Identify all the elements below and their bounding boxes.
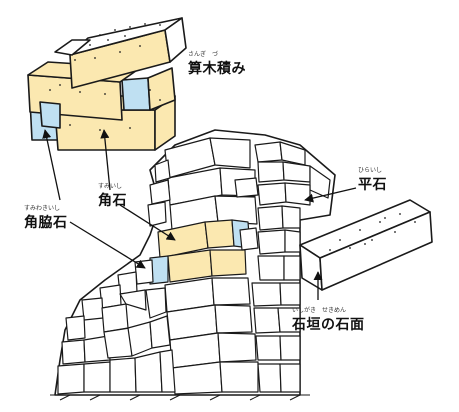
corner-stone <box>147 67 176 111</box>
label-text: 平石 <box>358 177 387 193</box>
label-reading: さんぎ づ <box>188 51 219 58</box>
sangi-stack <box>27 17 187 151</box>
label-text: 角石 <box>98 193 127 209</box>
ground-line <box>50 394 310 401</box>
wall-face-stones <box>234 141 331 393</box>
corner-side-stone <box>39 101 61 129</box>
label-kaku-ishi: すみいし 角石 <box>98 184 127 209</box>
label-reading: すみわきいし <box>24 205 61 212</box>
label-ishigaki-sekimen: いしがき せきめん 石垣の石面 <box>292 308 365 333</box>
label-reading: すみいし <box>98 183 123 190</box>
leader-lines <box>42 129 357 300</box>
label-kakuwaki-ishi: すみわきいし 角脇石 <box>24 206 68 231</box>
label-reading: ひらいし <box>358 167 383 174</box>
label-text: 算木積み <box>188 61 246 77</box>
label-sangi-zumi: さんぎ づ 算木積み <box>188 52 246 77</box>
highlighted-sangi-section <box>149 219 251 285</box>
label-reading: いしがき せきめん <box>292 307 347 314</box>
corner-column <box>164 277 259 395</box>
wall-face-stones <box>57 159 176 395</box>
label-text: 石垣の石面 <box>292 317 365 333</box>
corner-side-stone <box>121 77 151 111</box>
label-text: 角脇石 <box>24 215 68 231</box>
corner-column <box>164 137 258 231</box>
stone-texture <box>329 213 416 251</box>
corner-stone <box>54 17 187 89</box>
label-hira-ishi: ひらいし 平石 <box>358 168 387 193</box>
stone-wall <box>50 129 336 401</box>
